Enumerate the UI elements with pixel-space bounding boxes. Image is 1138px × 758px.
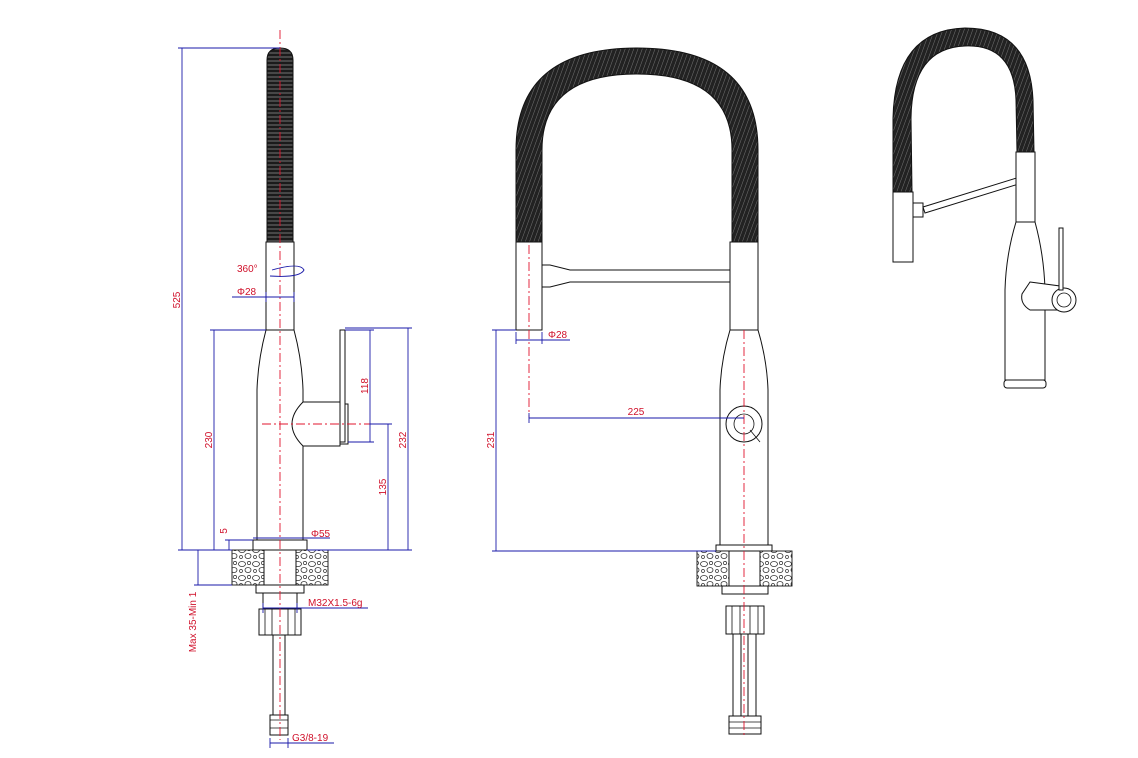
front-view: Φ28 225 231: [486, 47, 793, 735]
front-counter-left: [696, 550, 730, 587]
dim-handle-axis-height: 135: [378, 478, 389, 495]
dim-counter-thickness: Max 35-Min 1: [188, 591, 199, 652]
dim-overall-height: 232: [398, 431, 409, 448]
dim-head-diameter: Φ28: [548, 330, 568, 341]
dim-rotation: 360°: [237, 264, 258, 275]
front-supply-tube-left: [732, 633, 742, 717]
dim-body-height: 230: [204, 431, 215, 448]
dim-base-diameter: Φ55: [311, 529, 331, 540]
front-counter-right: [759, 550, 793, 587]
persp-holder-rod: [922, 175, 1026, 214]
dim-hose-connector: G3/8-19: [292, 733, 329, 744]
front-column: [729, 241, 759, 331]
front-holder-arm: [541, 264, 731, 288]
side-view: 525 360° Φ28 230 118 135: [172, 30, 412, 748]
persp-base: [1003, 379, 1047, 389]
side-handle-lever: [339, 329, 346, 443]
persp-hose: [892, 27, 1035, 193]
side-counter-right: [295, 549, 329, 586]
side-connector: [269, 714, 289, 736]
front-connector: [728, 715, 762, 735]
front-mount-plate: [721, 585, 769, 595]
front-hose: [515, 47, 759, 243]
persp-handle-ring: [1051, 287, 1077, 313]
perspective-view: [892, 27, 1077, 389]
side-supply-tube: [272, 634, 286, 716]
front-supply-tube-right: [747, 633, 757, 717]
front-shank: [728, 550, 761, 587]
dim-thread-spec: M32X1.5-6g: [308, 598, 362, 609]
dim-spout-reach: 225: [628, 407, 645, 418]
persp-column: [1015, 151, 1036, 223]
persp-handle-lever: [1058, 227, 1064, 291]
dim-handle-span: 118: [360, 378, 371, 394]
dim-base-offset: 5: [219, 528, 230, 534]
dim-spout-diameter: Φ28: [237, 287, 257, 298]
dim-spout-height: 231: [486, 431, 497, 448]
side-counter-left: [231, 549, 265, 586]
dim-height-total: 525: [172, 291, 183, 308]
persp-spray-head: [892, 191, 914, 263]
